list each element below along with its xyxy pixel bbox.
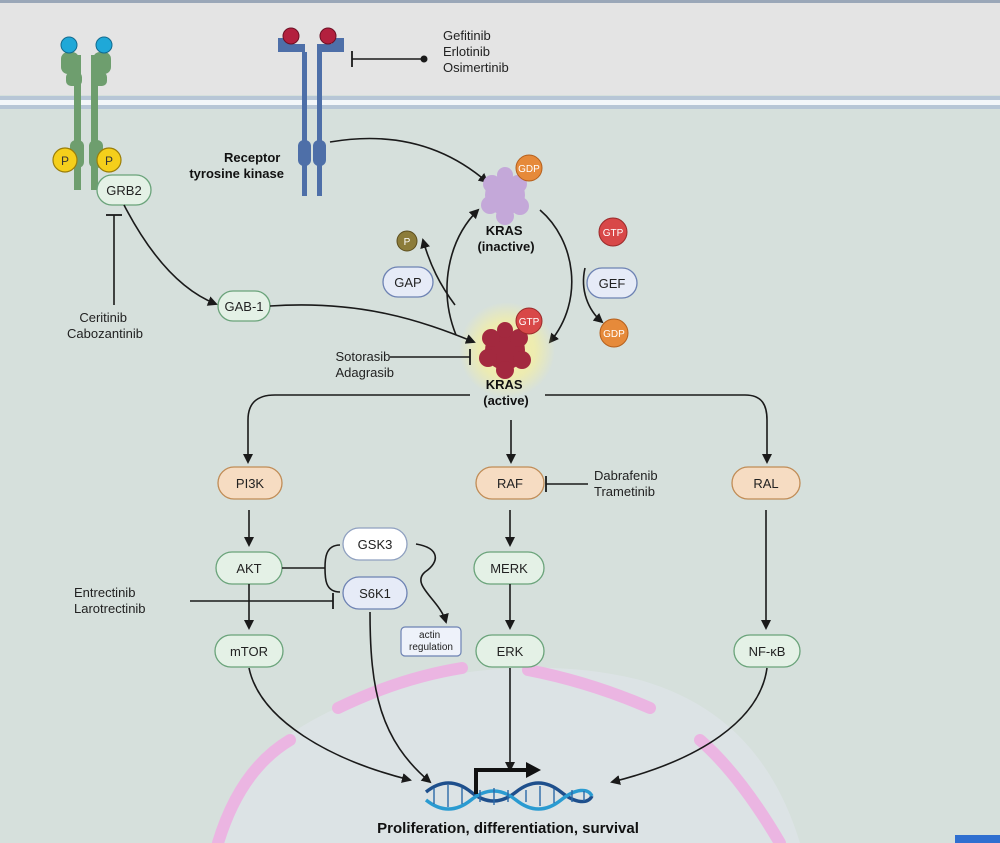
- receptor-tyrosine-kinase: [278, 27, 344, 196]
- raf-node: RAF: [475, 466, 545, 500]
- phospho-badge: P: [52, 147, 78, 173]
- grb2-node: GRB2: [96, 174, 152, 206]
- nucleus: [212, 662, 800, 843]
- phospho-release: P: [396, 230, 418, 252]
- gtp-label: GTP: [519, 317, 540, 328]
- gtp-label: GTP: [603, 228, 624, 239]
- erk-node: ERK: [475, 634, 545, 668]
- green-receptor: [60, 36, 113, 190]
- alk-inhibitor-list: Ceritinib Cabozantinib: [67, 310, 143, 341]
- mtor-node: mTOR: [214, 634, 284, 668]
- outcome-label: Proliferation, differentiation, survival: [377, 820, 639, 837]
- merk-label: MERK: [490, 561, 528, 576]
- transcription-start-icon: [474, 762, 541, 794]
- ligand-red: [282, 27, 300, 45]
- cell-membrane: [0, 96, 1000, 109]
- akt-label: AKT: [236, 561, 261, 576]
- merk-node: MERK: [473, 551, 545, 585]
- erk-label: ERK: [497, 644, 524, 659]
- akt-node: AKT: [215, 551, 283, 585]
- phospho-badge: P: [96, 147, 122, 173]
- ligand-red: [319, 27, 337, 45]
- gap-label: GAP: [394, 275, 421, 290]
- kras-inhibitor-list: Sotorasib Adagrasib: [335, 349, 394, 380]
- kras-active-label: KRAS (active): [483, 377, 529, 408]
- gab1-label: GAB-1: [224, 299, 263, 314]
- kras-active-protein: [479, 322, 531, 379]
- s6k1-label: S6K1: [359, 586, 391, 601]
- nfkb-label: NF-κB: [749, 644, 786, 659]
- kras-inactive-protein: [481, 167, 529, 225]
- phospho-label: P: [61, 154, 69, 168]
- ligand-blue: [60, 36, 78, 54]
- mtor-label: mTOR: [230, 644, 268, 659]
- gsk3-label: GSK3: [358, 537, 393, 552]
- pi3k-node: PI3K: [217, 466, 283, 500]
- gdp-label: GDP: [518, 164, 540, 175]
- extracellular-space: [0, 0, 1000, 95]
- kras-inactive-label: KRAS (inactive): [477, 223, 534, 254]
- egfr-inhibitor-list: Gefitinib Erlotinib Osimertinib: [443, 28, 509, 75]
- raf-inhibitor-list: Dabrafenib Trametinib: [594, 468, 661, 499]
- pi3k-label: PI3K: [236, 476, 265, 491]
- dna-helix-icon: [424, 781, 594, 811]
- receptor-label: Receptor tyrosine kinase: [189, 150, 284, 181]
- s6k1-node: S6K1: [342, 576, 408, 610]
- ral-node: RAL: [731, 466, 801, 500]
- trk-inhibitor-list: Entrectinib Larotrectinib: [74, 585, 146, 616]
- gab1-node: GAB-1: [217, 290, 271, 322]
- gdp-badge-released: GDP: [599, 318, 629, 348]
- actin-regulation-label: actin regulation: [409, 630, 453, 653]
- nfkb-node: NF-κB: [733, 634, 801, 668]
- gef-label: GEF: [599, 276, 626, 291]
- raf-label: RAF: [497, 476, 523, 491]
- actin-regulation-node: actin regulation: [400, 626, 462, 657]
- gsk3-node: GSK3: [342, 527, 408, 561]
- ral-label: RAL: [753, 476, 778, 491]
- gtp-badge-free: GTP: [598, 217, 628, 247]
- gdp-badge: GDP: [515, 154, 543, 182]
- phospho-label: P: [404, 237, 411, 248]
- grb2-label: GRB2: [106, 183, 141, 198]
- ligand-blue: [95, 36, 113, 54]
- gdp-label: GDP: [603, 329, 625, 340]
- gtp-badge-bound: GTP: [515, 307, 543, 335]
- gef-node: GEF: [586, 267, 638, 299]
- gap-node: GAP: [382, 266, 434, 298]
- phospho-label: P: [105, 154, 113, 168]
